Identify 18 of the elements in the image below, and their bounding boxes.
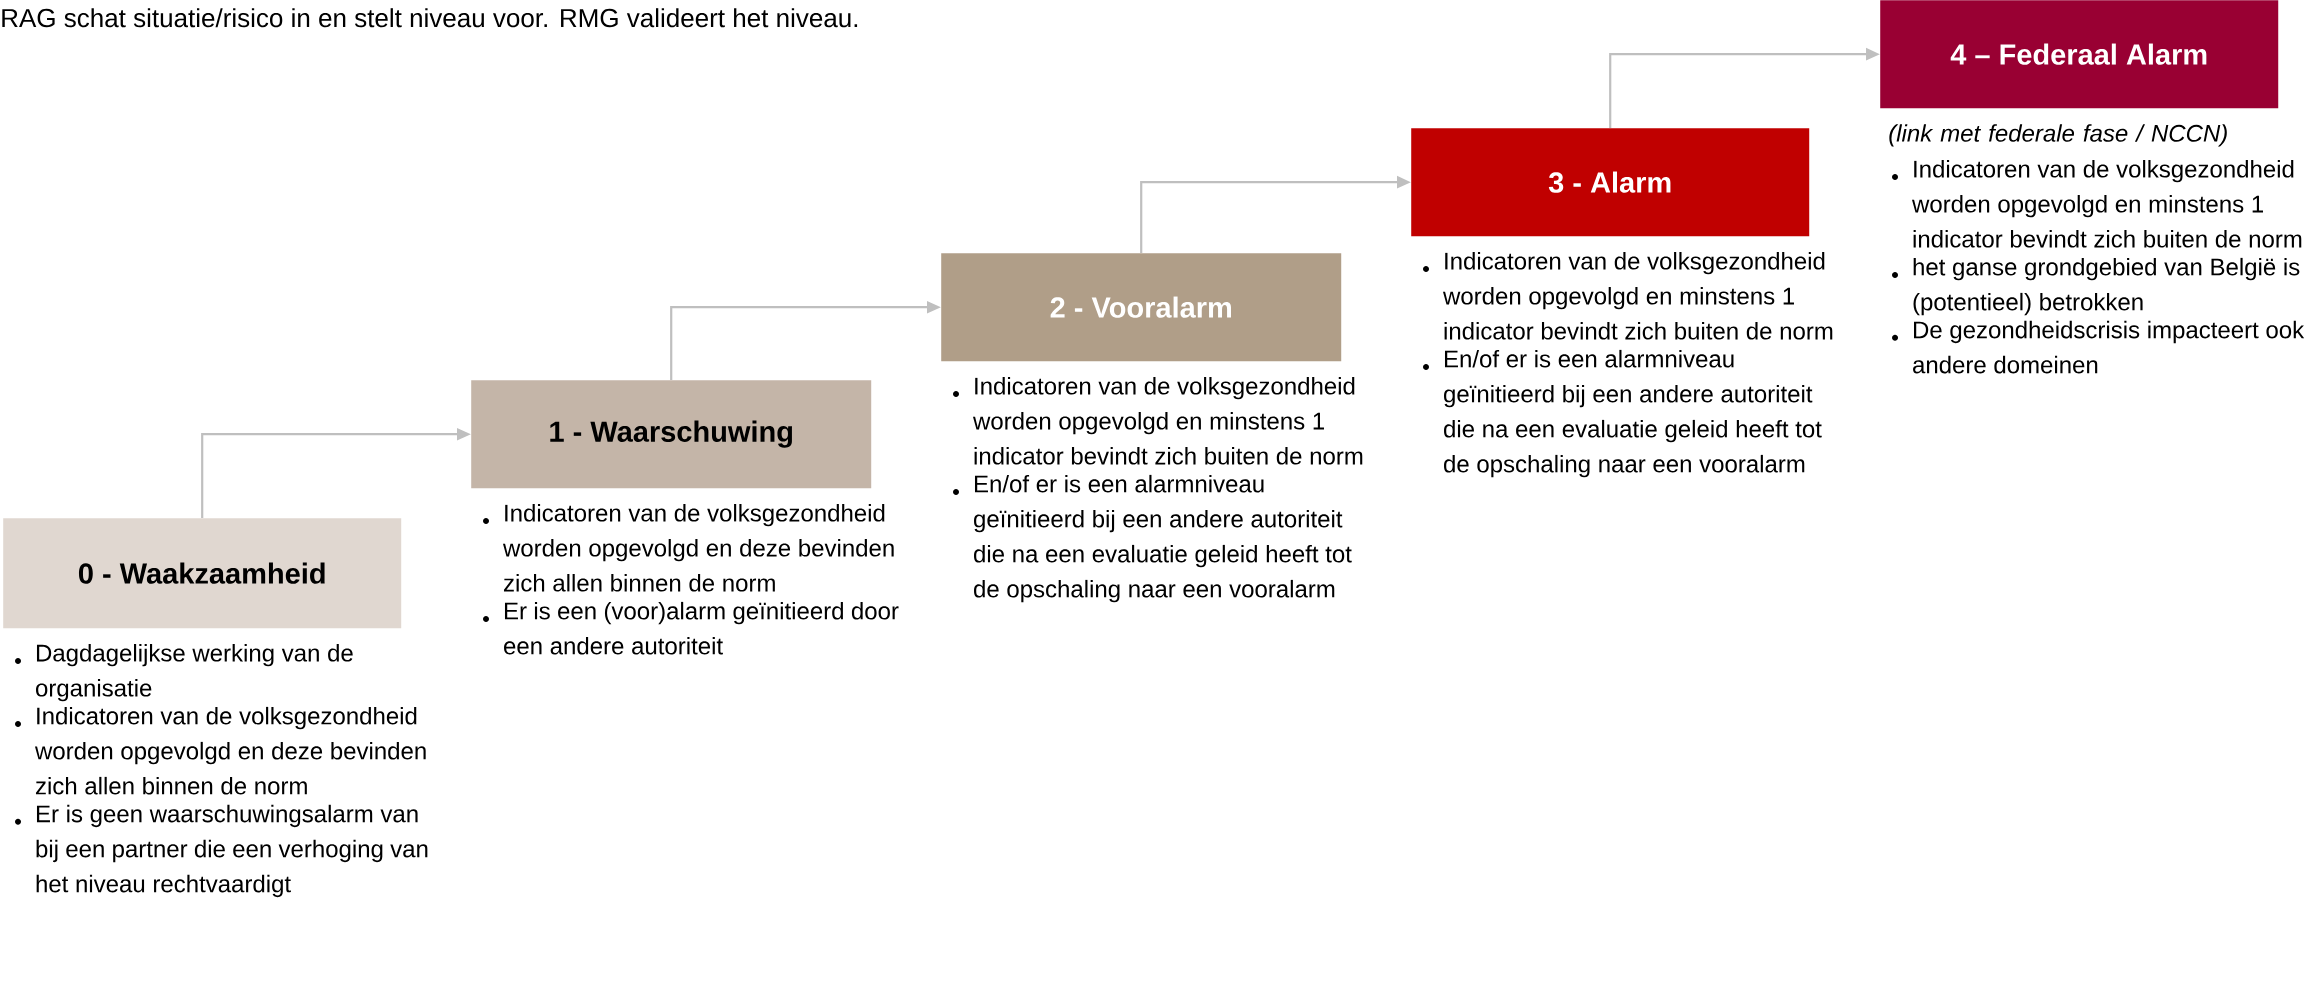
bullet-item: Dagdagelijkse werking van de organisatie	[15, 644, 353, 702]
level-box: 0 - Waakzaamheid	[3, 518, 402, 629]
bullet-item: Indicatoren van de volksgezondheid worden opgevolgd en minstens 1 indicator bevindt zich buiten de norm	[1423, 252, 1833, 340]
note-text: RAG schat situatie/risico in en stelt niveau voor. RMG valideert het niveau.	[2, 8, 858, 28]
level-box: 3 - Alarm	[1411, 128, 1810, 237]
level-box: 1 - Waarschuwing	[471, 380, 872, 489]
bullet-item: Er is geen waarschuwingsalarm van bij een partner die een verhoging van het niveau rechtvaardigt	[15, 804, 428, 898]
bullet-item: Indicatoren van de volksgezondheid worden opgevolgd en deze bevinden zich allen binnen de norm	[15, 706, 426, 795]
bullet-item: Indicatoren van de volksgezondheid worden opgevolgd en minstens 1 indicator bevindt zich buiten de norm	[953, 377, 1363, 465]
bullet-item: het ganse grondgebied van België is (potentieel) betrokken	[1892, 257, 2300, 316]
subtitle-text: (link met federale fase / NCCN)	[1889, 124, 2227, 147]
bullet-item: En/of er is een alarmniveau geïnitieerd bij een andere autoriteit die na een evaluatie geleid heeft tot de opschaling naar een vooralarm	[1423, 349, 1822, 478]
level-box: 4 – Federaal Alarm	[1880, 0, 2279, 109]
level-box: 2 - Vooralarm	[941, 253, 1342, 362]
bullet-item: Indicatoren van de volksgezondheid worden opgevolgd en deze bevinden zich allen binnen de norm	[483, 504, 894, 592]
bullet-item: Er is een (voor)alarm geïnitieerd door een andere autoriteit	[483, 601, 899, 655]
bullet-item: En/of er is een alarmniveau geïnitieerd bij een andere autoriteit die na een evaluatie geleid heeft tot de opschaling naar een vooralarm	[953, 474, 1352, 603]
bullet-item: De gezondheidscrisis impacteert ook andere domeinen	[1892, 320, 2305, 374]
